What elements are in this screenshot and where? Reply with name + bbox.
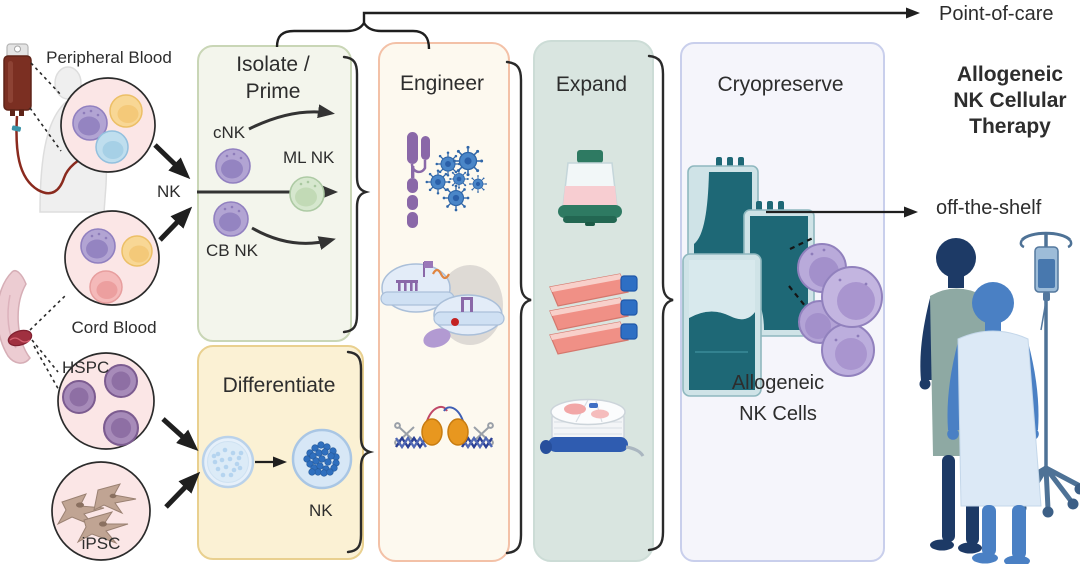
petri-dish-nk-icon (291, 428, 353, 490)
cb-nk-label: CB NK (206, 241, 258, 260)
cnk-label: cNK (213, 123, 246, 142)
cnk-cell-icon (215, 148, 251, 184)
ipsc-cells-icon (51, 461, 151, 561)
engineer-title: Engineer (399, 72, 485, 95)
car-construct-icon (407, 132, 430, 228)
stacked-flasks-icon (549, 273, 638, 355)
cord-blood-label: Cord Blood (71, 318, 157, 337)
therapy-title-line1: Allogeneic (956, 63, 1064, 86)
therapy-title: Allogeneic NK Cellular Therapy (936, 62, 1080, 140)
hspc-label: HSPC (62, 358, 110, 377)
differentiate-title: Differentiate (222, 374, 336, 397)
point-of-care-label: Point-of-care (939, 3, 1054, 25)
off-the-shelf-label: off-the-shelf (936, 197, 1042, 219)
source-arrows (153, 143, 201, 509)
cryobags-icon (682, 157, 827, 397)
ml-nk-cell-icon (289, 176, 325, 212)
flow-braces (342, 54, 674, 555)
nk-source-label: NK (157, 182, 181, 201)
peripheral-blood-cells-icon (60, 77, 156, 173)
cb-nk-cell-icon (213, 201, 249, 237)
therapy-title-line3: Therapy (969, 115, 1051, 138)
allogeneic-nk-cells-label: Allogeneic NK Cells (698, 368, 858, 430)
petri-dish-progenitor-icon (201, 435, 255, 489)
patient-light-silhouette (947, 282, 1042, 564)
therapy-title-line2: NK Cellular (953, 89, 1067, 112)
allogeneic-nk-cells-line1: Allogeneic (731, 372, 825, 394)
ml-nk-label: ML NK (283, 148, 335, 167)
placenta-icon (0, 270, 67, 393)
allogeneic-nk-cells-line2: NK Cells (739, 403, 817, 425)
virus-particles-icon (424, 145, 488, 213)
electroporation-icon (380, 261, 505, 348)
isolate-prime-title-line2: Prime (245, 80, 301, 103)
isolate-prime-title-line1: Isolate / (236, 53, 310, 76)
cord-blood-cells-icon (64, 210, 160, 306)
patients-icon (919, 238, 1042, 564)
differentiate-nk-label: NK (309, 501, 333, 520)
peripheral-blood-label: Peripheral Blood (46, 48, 172, 67)
hspc-cells-icon (57, 352, 155, 450)
nk-cell-cluster-icon (797, 243, 883, 377)
cryopreserve-title: Cryopreserve (717, 73, 844, 96)
point-of-care-arrow (275, 7, 920, 50)
expand-title: Expand (555, 73, 628, 96)
crispr-icon (394, 405, 494, 450)
ipsc-label: iPSC (81, 534, 121, 553)
grex-bioreactor-icon (540, 398, 645, 457)
blood-bag-icon (3, 43, 109, 195)
isolate-prime-title: Isolate / Prime (203, 51, 343, 105)
spinner-flask-icon (558, 150, 622, 226)
